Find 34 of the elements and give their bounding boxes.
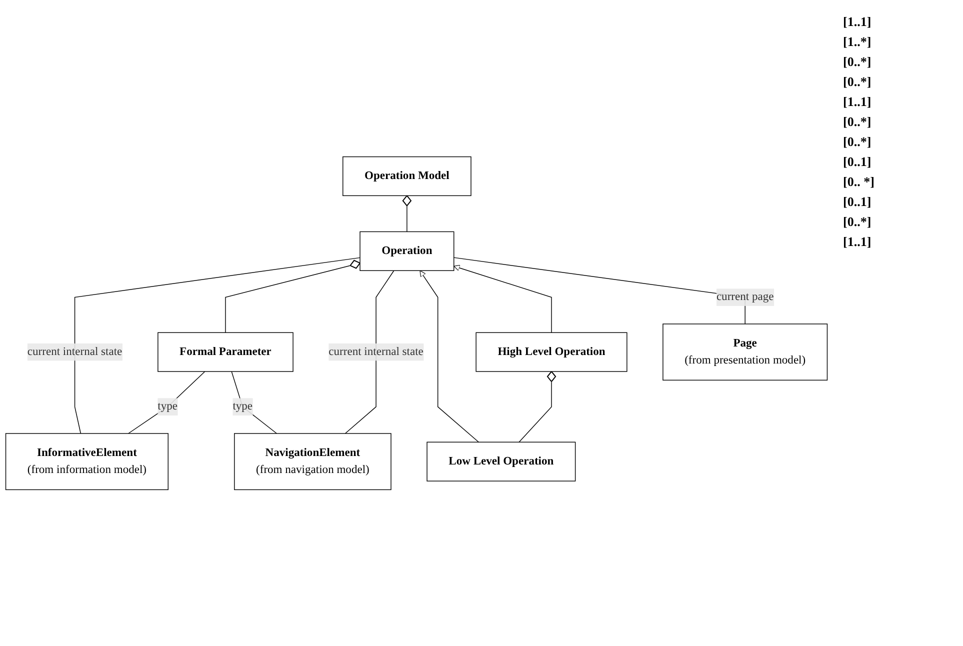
multiplicity-label: [0..*] [843,54,872,70]
node-box: Page (from presentation model) [662,323,828,380]
node-box: Low Level Operation [426,442,576,482]
multiplicity-label: [1..1] [843,94,872,110]
multiplicity-label: [0..*] [843,134,872,150]
multiplicity-label: [0..*] [843,214,872,230]
multiplicity-label: [0..*] [843,74,872,90]
connector [518,370,556,442]
multiplicity-label: [0..*] [843,114,872,130]
multiplicity-label: [1..1] [843,14,872,30]
edge-label: type [232,400,253,412]
multiplicity-label: [1..1] [843,234,872,250]
connector [402,194,412,232]
node-box: Operation Model [342,156,472,196]
multiplicity-label: [0..1] [843,194,872,210]
edge-label: current internal state [328,345,424,358]
arrow [454,264,552,333]
multiplicity-label: [1..*] [843,34,872,50]
multiplicity-label: [0..1] [843,154,872,170]
arrow [420,270,480,442]
edge-label: current internal state [27,345,122,358]
edge-label: current page [716,290,774,303]
multiplicity-label: [0.. *] [843,174,876,190]
node-box: Operation [360,231,454,271]
connector [344,270,394,434]
node-box: High Level Operation [476,332,628,372]
node-box: Formal Parameter [158,332,294,372]
edge-label: type [158,400,178,412]
connector [128,370,206,434]
connector [74,257,360,434]
node-box: InformativeElement (from information model) [5,432,168,490]
node-box: NavigationElement (from navigation model) [234,432,392,490]
connector [225,260,361,333]
connector [231,370,278,434]
